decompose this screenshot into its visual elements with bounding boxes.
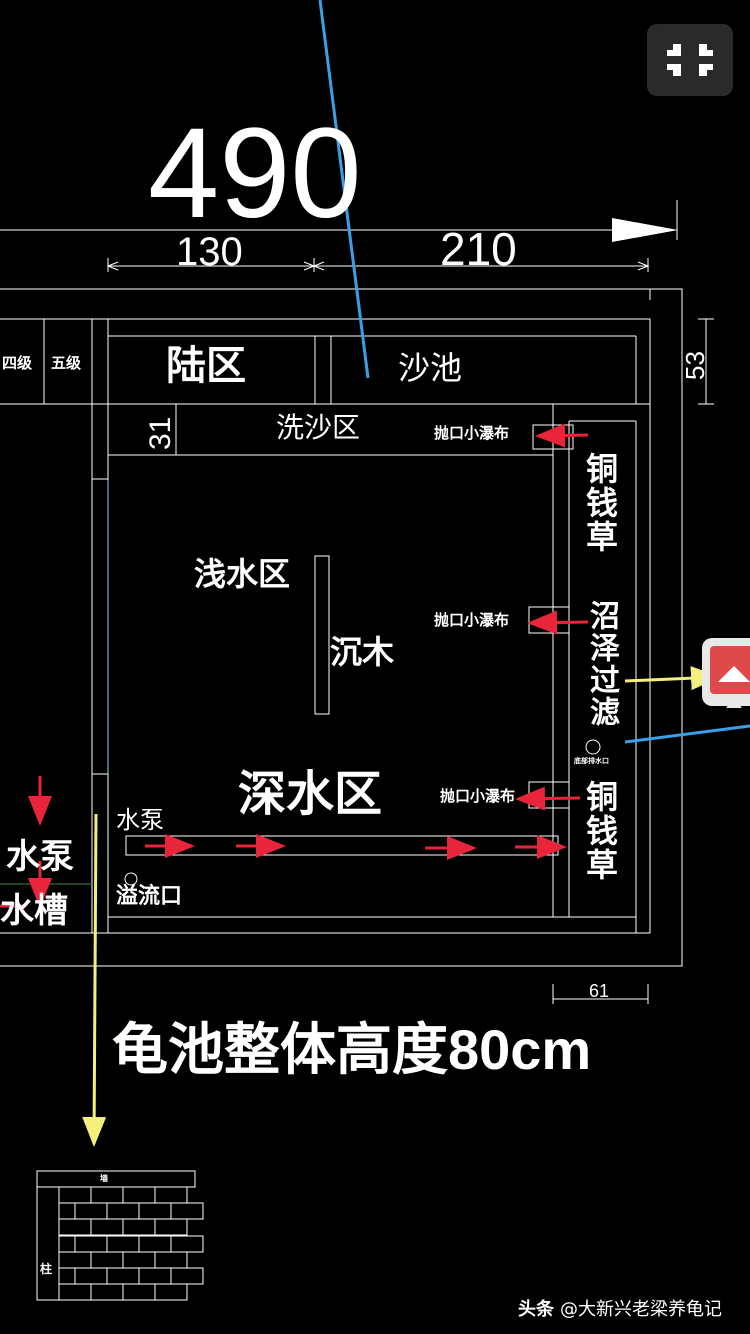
- watermark-author: @大新兴老梁养龟记: [560, 1299, 722, 1320]
- label-pennywort-top: 铜钱草: [581, 452, 619, 554]
- collapse-button[interactable]: [647, 24, 733, 96]
- label-pennywort-bottom: 铜钱草: [581, 780, 619, 882]
- outline-lines: [0, 200, 714, 1004]
- label-shallow-water: 浅水区: [194, 555, 291, 593]
- label-bottom-outlet: 底部排水口: [574, 757, 609, 765]
- yellow-arrow-brick: [82, 813, 107, 1147]
- label-overall-height: 龟池整体高度80cm: [112, 1018, 592, 1081]
- dimension-left-segment: 130: [176, 230, 243, 274]
- dimension-right-segment: 210: [440, 223, 517, 275]
- watermark: 头条 @大新兴老梁养龟记: [518, 1295, 722, 1321]
- label-tank-outer: 水槽: [0, 891, 68, 931]
- label-marsh-filter: 沼泽过滤: [584, 600, 619, 728]
- blue-pointer-line-right: [624, 724, 750, 744]
- dimension-total: 490: [148, 102, 362, 245]
- label-driftwood: 沉木: [330, 633, 395, 671]
- label-pump-outer: 水泵: [6, 837, 74, 877]
- dimension-sand-strip: 31: [144, 416, 177, 450]
- label-deep-water: 深水区: [238, 766, 383, 822]
- collapse-arrows-icon: [667, 44, 713, 76]
- brick-wall-detail: [36, 1170, 204, 1301]
- flow-arrows: [0, 423, 589, 908]
- label-waterfall-bottom: 抛口小瀑布: [440, 787, 516, 805]
- side-image-tab[interactable]: [702, 638, 750, 708]
- label-waterfall-middle: 抛口小瀑布: [434, 611, 510, 629]
- label-overflow: 溢流口: [116, 884, 183, 909]
- label-brick-wall: 墙: [100, 1174, 108, 1183]
- dimension-side-height: 53: [680, 351, 710, 380]
- label-brick-pillar: 柱: [40, 1262, 53, 1276]
- label-land-zone: 陆区: [166, 343, 246, 389]
- blue-pointer-line: [318, 0, 370, 379]
- label-sand-pool: 沙池: [398, 349, 463, 387]
- label-wash-sand: 洗沙区: [276, 411, 361, 444]
- label-waterfall-top: 抛口小瀑布: [434, 424, 510, 442]
- image-tab-icon: [710, 646, 750, 708]
- label-level-five: 五级: [51, 354, 82, 372]
- label-level-four: 四级: [2, 354, 33, 372]
- label-pump-inner: 水泵: [116, 806, 164, 834]
- dimension-bottom-right: 61: [589, 981, 610, 1001]
- watermark-brand: 头条: [518, 1299, 554, 1320]
